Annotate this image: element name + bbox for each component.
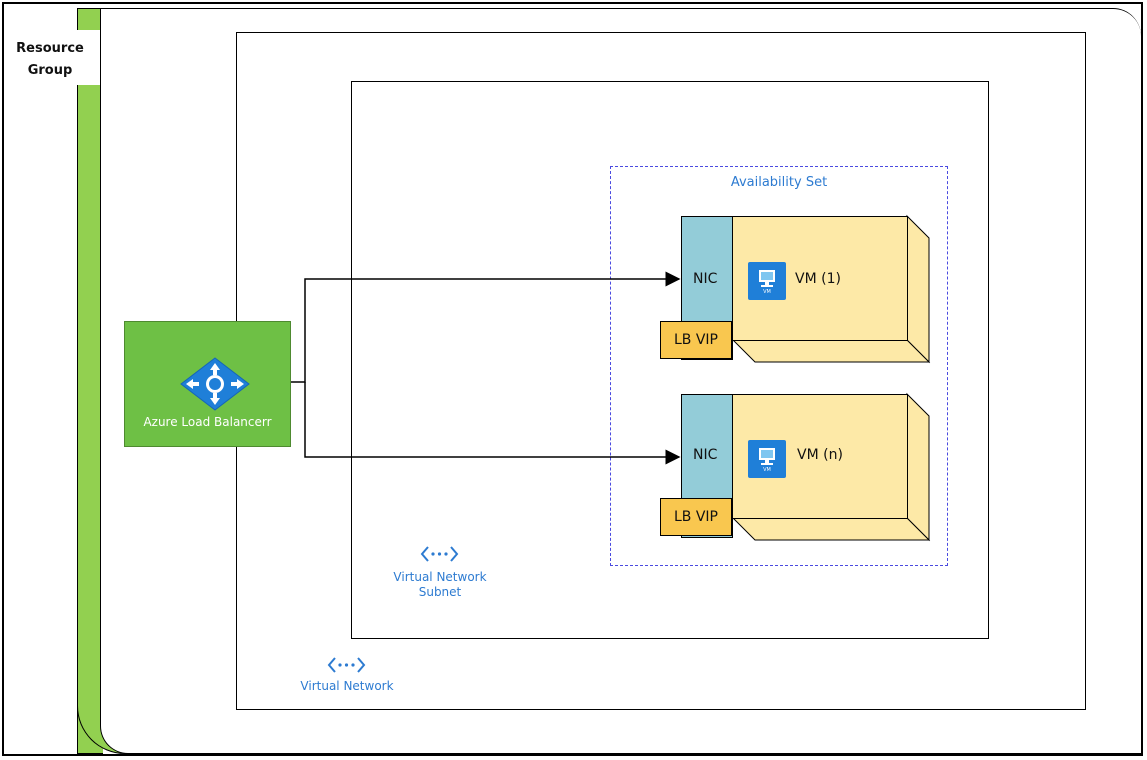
availability-set-box — [610, 166, 948, 566]
vm-n-nic-label: NIC — [693, 447, 718, 463]
vm-n-icon-text: VM — [763, 467, 771, 473]
vnet-icon — [327, 657, 366, 673]
virtual-network-label: Virtual Network — [300, 679, 394, 693]
vm-1-lb-vip: LB VIP — [660, 321, 732, 359]
subnet-vnet-icon — [420, 546, 459, 562]
load-balancer-icon — [180, 357, 250, 411]
vm-1-nic-label: NIC — [693, 271, 718, 287]
load-balancer-label: Azure Load Balancerr — [143, 415, 272, 429]
availability-set-label: Availability Set — [730, 175, 828, 190]
resource-group-label-box — [4, 30, 100, 85]
vm-n-lb-vip: LB VIP — [660, 498, 732, 536]
connector-to-vm-n — [304, 382, 681, 465]
vm-monitor-icon: VM — [748, 262, 786, 300]
subnet-box — [351, 81, 989, 639]
resource-group-label: Resource Group — [16, 41, 84, 78]
resource-group-bar — [77, 8, 103, 754]
vm-monitor-icon: VM — [748, 440, 786, 478]
connector-to-vm-1 — [291, 271, 681, 383]
vm-1-icon-text: VM — [763, 289, 771, 295]
vm-1-label: VM (1) — [795, 271, 841, 287]
subnet-label: Virtual Network Subnet — [393, 570, 487, 599]
vm-n-label: VM (n) — [797, 447, 843, 463]
load-balancer-box — [124, 321, 291, 447]
